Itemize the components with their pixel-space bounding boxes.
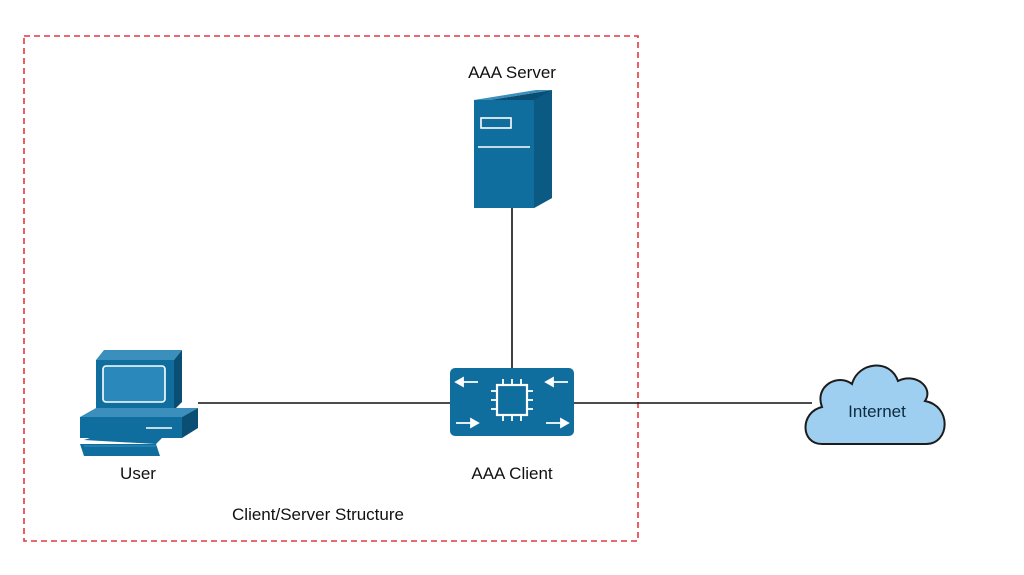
boundary-label: Client/Server Structure <box>232 505 404 524</box>
client-server-boundary <box>23 35 639 542</box>
server-tower-icon <box>474 90 552 208</box>
user-label: User <box>120 464 156 483</box>
aaa-server-label: AAA Server <box>468 63 556 82</box>
aaa-client-label: AAA Client <box>471 464 553 483</box>
desktop-computer-icon <box>80 350 198 456</box>
network-switch-chip-icon <box>450 368 574 436</box>
cloud-icon <box>804 364 946 445</box>
internet-label: Internet <box>848 402 906 421</box>
